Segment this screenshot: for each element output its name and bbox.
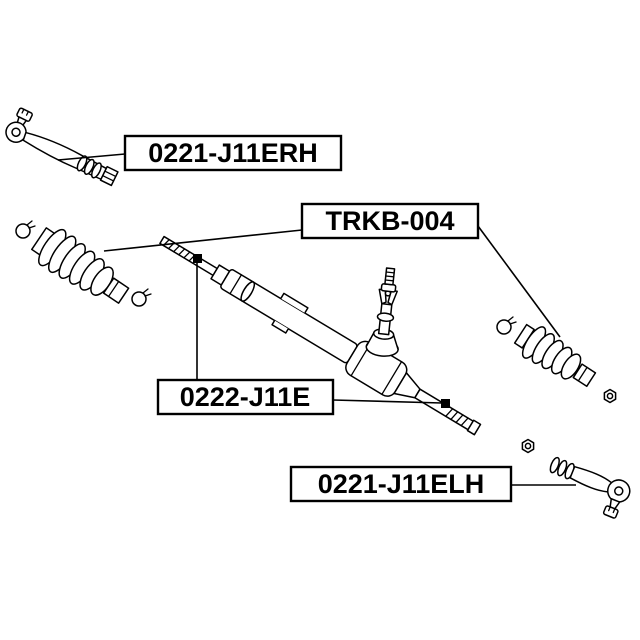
steering-boot-left-illustration [31,227,130,304]
lock-nut-icon [603,388,617,404]
inner-joint-marker-right [441,399,450,408]
rack-tube-ring [240,281,256,302]
boot-clamp-icon [496,316,517,335]
part-label-trkb-004: TRKB-004 [300,202,480,240]
inner-rod-right-threads [445,408,469,427]
steering-boot-right-illustration [513,323,597,388]
tie-rod-shaft [569,465,613,493]
mount-bracket-top [280,292,309,314]
label-box [289,465,513,503]
part-number-text: TRKB-004 [325,206,454,236]
boot-clamp-icon [131,288,152,307]
leader-line-trkb-right [477,225,561,338]
inner-rod-right [414,388,474,431]
part-label-0221-j11erh: 0221-J11ERH [123,134,343,172]
part-label-0221-j11elh: 0221-J11ELH [289,465,513,503]
part-label-0222-j11e: 0222-J11E [156,378,335,416]
label-box [156,378,335,416]
leader-line-trkb-left [103,229,303,252]
tie-rod-end-rh-illustration [5,107,119,187]
part-number-text: 0221-J11ELH [318,469,485,499]
rod-end-cap [466,419,482,436]
tie-rod-end-lh-illustration [549,456,631,519]
boot-clamp-icon [15,220,36,239]
spline-lines [384,271,395,282]
label-box [123,134,343,172]
mount-bracket-bottom [271,320,289,334]
inner-joint-marker-left [193,254,202,263]
label-box [300,202,480,240]
leader-line-erh [57,153,126,161]
pinion-shaft-illustration [365,267,399,357]
part-number-text: 0221-J11ERH [148,138,318,168]
rack-tube [220,269,358,364]
leader-line-j11e-right [332,399,443,404]
boot-end-collar [102,277,130,304]
lock-nut-icon [521,438,535,454]
part-number-text: 0222-J11E [180,382,311,412]
